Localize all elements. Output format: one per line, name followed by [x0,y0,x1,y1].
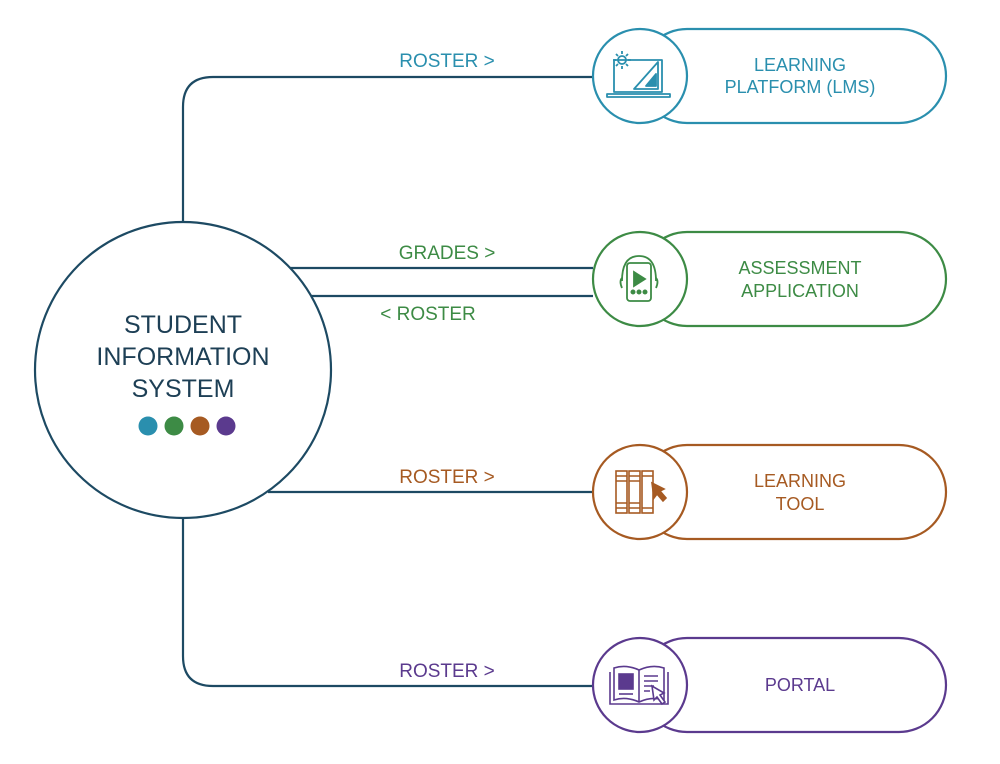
hub-title-line-3: SYSTEM [132,375,235,403]
system-label-lms-line-1: LEARNING [754,55,846,75]
hub-title-line-1: STUDENT [124,311,242,339]
system-label-portal: PORTAL [765,675,835,695]
phone-headphones-play-icon [619,255,659,302]
system-label-lms-line-2: PLATFORM (LMS) [725,77,876,97]
hub-circle [33,220,333,520]
system-node-portal[interactable]: PORTAL [591,636,948,734]
books-cursor-icon [615,470,668,514]
flow-label-portal-roster: ROSTER > [399,661,495,682]
dot-lms-color [138,416,158,436]
dot-tool-color [190,416,210,436]
connector-portal [181,518,593,688]
system-label-assessment-line-1: ASSESSMENT [738,258,861,278]
flow-label-lms-roster: ROSTER > [399,51,495,72]
system-label-tool-line-1: LEARNING [754,471,846,491]
icon-circle-lms [591,27,689,125]
dot-portal-color [216,416,236,436]
connector-lms [181,75,593,222]
system-label-tool-line-2: TOOL [776,494,825,514]
system-label-assessment-line-2: APPLICATION [741,281,859,301]
hub-title-line-2: INFORMATION [96,343,269,371]
dot-assessment-color [164,416,184,436]
flow-label-assessment-grades: GRADES > [399,243,496,264]
open-book-cursor-icon [609,665,669,706]
flow-label-tool-roster: ROSTER > [399,467,495,488]
laptop-gear-ruler-icon [606,51,671,98]
system-node-assessment[interactable]: ASSESSMENT APPLICATION [591,230,948,328]
hub-color-dots [138,416,236,436]
student-information-system-node[interactable]: STUDENT INFORMATION SYSTEM [33,220,333,520]
system-node-learning-tool[interactable]: LEARNING TOOL [591,443,948,541]
flow-label-assessment-roster: < ROSTER [380,304,476,325]
system-node-lms[interactable]: LEARNING PLATFORM (LMS) [591,27,948,125]
icon-circle-portal [591,636,689,734]
connectors [181,75,593,688]
